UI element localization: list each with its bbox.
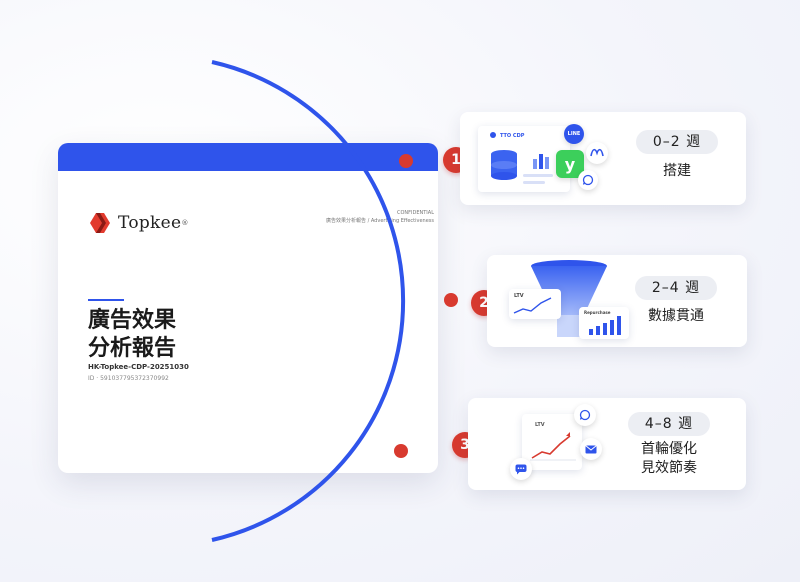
brand-name: Topkee <box>118 213 182 233</box>
report-id: ID · 591037795372370992 <box>88 375 169 382</box>
report-cover-card[interactable]: Topkee ® CONFIDENTIAL 廣告效果分析報告 / Adverti… <box>58 143 438 473</box>
step-card-3[interactable]: LTV 4–8 週 首輪優化 見效節奏 <box>468 398 746 490</box>
confidential-label: CONFIDENTIAL <box>396 210 434 216</box>
step-1-label: 搭建 <box>663 163 691 179</box>
arc-line <box>211 60 406 542</box>
whatsapp-icon <box>578 170 598 190</box>
repurchase-mini-label: Repurchase <box>584 310 611 315</box>
database-icon <box>490 132 553 184</box>
repurchase-mini-chart: Repurchase <box>579 307 629 339</box>
email-icon <box>580 438 602 460</box>
registered-mark: ® <box>181 219 189 227</box>
meta-icon <box>586 142 608 164</box>
step-2-period: 2–4 週 <box>635 276 717 300</box>
title-rule <box>88 299 124 301</box>
report-title-line2: 分析報告 <box>88 335 177 361</box>
line-icon: LINE <box>564 124 584 144</box>
step-2-label: 數據貫通 <box>648 308 704 324</box>
cdp-panel-title: TTO CDP <box>500 133 525 139</box>
cdp-panel: TTO CDP <box>478 126 570 192</box>
step-1-period: 0–2 週 <box>636 130 718 154</box>
topkee-logo-icon <box>90 213 110 233</box>
report-title: 廣告效果 分析報告 <box>88 307 176 362</box>
report-title-line1: 廣告效果 <box>88 308 177 333</box>
arc-dot-2 <box>444 293 458 307</box>
arc-dot-3 <box>394 444 408 458</box>
step-3-label-line1: 首輪優化 <box>641 441 697 457</box>
y-app-icon: y <box>556 150 584 178</box>
report-header-bar <box>58 143 438 171</box>
whatsapp-badge-icon <box>574 404 596 426</box>
step-card-1[interactable]: TTO CDP y LINE 0–2 週 <box>460 112 746 205</box>
arc-dot-1 <box>399 154 413 168</box>
chat-icon <box>510 458 532 480</box>
step-3-period: 4–8 週 <box>628 412 710 436</box>
report-code: HK-Topkee-CDP-20251030 <box>88 363 189 371</box>
step-3-label: 首輪優化 見效節奏 <box>624 440 714 478</box>
ltv-growth-chart: LTV <box>522 414 582 470</box>
ltv-growth-label: LTV <box>535 422 545 428</box>
step-3-label-line2: 見效節奏 <box>641 459 697 476</box>
ltv-mini-label: LTV <box>514 293 524 299</box>
report-meta: CONFIDENTIAL 廣告效果分析報告 / Advertising Effe… <box>326 209 434 225</box>
brand-logo: Topkee ® <box>88 211 188 235</box>
report-subtitle-small: 廣告效果分析報告 / Advertising Effectiveness <box>325 218 434 224</box>
step-card-2[interactable]: LTV Repurchase 2–4 週 數據貫通 <box>487 255 747 347</box>
ltv-mini-chart: LTV <box>509 289 561 319</box>
